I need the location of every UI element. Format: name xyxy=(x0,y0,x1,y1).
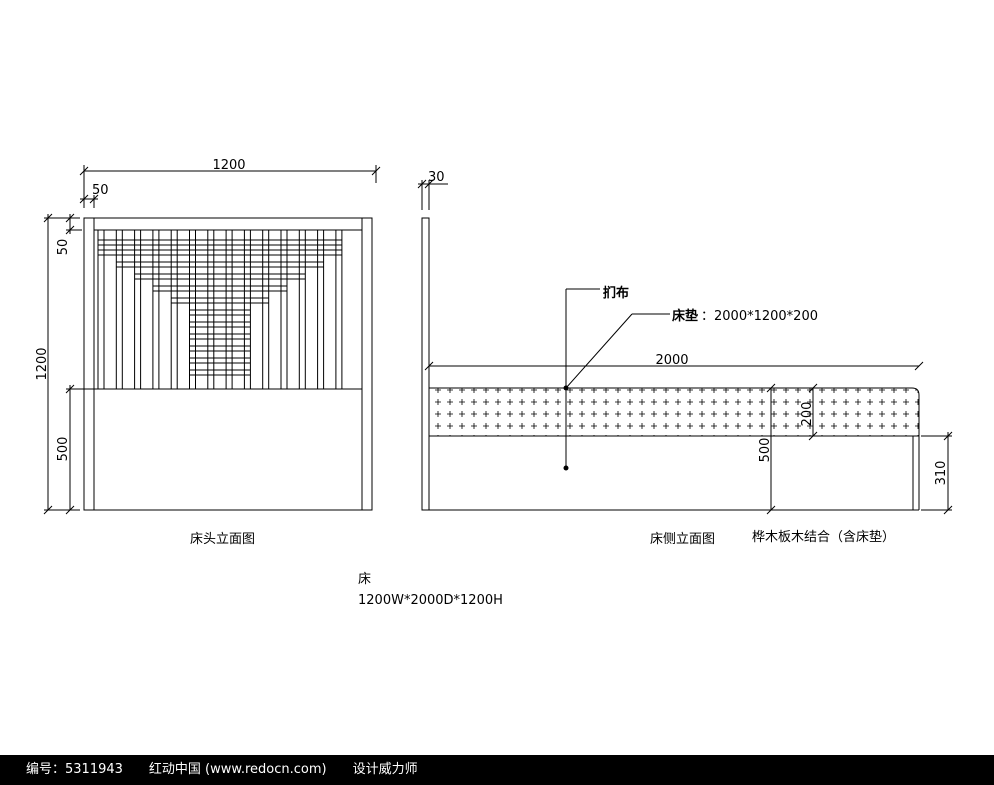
headboard-height-dim: 1200 xyxy=(35,347,50,380)
lattice-slat xyxy=(298,229,306,390)
lattice-slat xyxy=(152,229,160,390)
lattice-slat xyxy=(280,229,288,390)
headboard-title: 床头立面图 xyxy=(190,532,255,547)
mattress-height-dim: 200 xyxy=(800,402,815,427)
side-title: 床侧立面图 xyxy=(650,532,715,547)
fabric-label: 扪布 xyxy=(603,285,629,301)
footboard-height-dim: 310 xyxy=(934,461,949,486)
headboard-left-post xyxy=(83,217,95,511)
footer-author: 设计威力师 xyxy=(352,762,418,777)
headboard-top-dim: 50 xyxy=(56,239,71,256)
mattress-label: 床垫 xyxy=(672,308,698,324)
frame-height-dim: 500 xyxy=(758,438,773,463)
side-length-dim: 2000 xyxy=(655,353,688,368)
headboard-dimensions: 1200 50 1200 50 500 xyxy=(35,158,381,515)
side-headboard-post xyxy=(421,217,430,511)
side-dimensions: 30 2000 200 500 310 xyxy=(417,170,953,515)
headboard-right-post xyxy=(361,217,373,511)
product-name: 床 xyxy=(358,572,371,587)
lattice-slat xyxy=(97,229,105,390)
headboard-elevation xyxy=(83,217,373,511)
headboard-lower-dim: 500 xyxy=(56,437,71,462)
lattice-slat xyxy=(115,229,123,390)
mattress-size-label: ：2000*1200*200 xyxy=(701,309,818,324)
lattice-slat xyxy=(317,229,325,390)
footer-site: 红动中国 (www.redocn.com) xyxy=(148,762,327,777)
side-post-dim: 30 xyxy=(428,170,445,185)
watermark-footer: 编号：5311943 红动中国 (www.redocn.com) 设计威力师 xyxy=(0,755,994,785)
lattice-slat xyxy=(170,229,178,390)
bed-drawing: 1200 50 1200 50 500 床头立面图 xyxy=(35,158,953,608)
mattress xyxy=(428,387,920,437)
lattice-slat xyxy=(262,229,270,390)
headboard-width-dim: 1200 xyxy=(212,158,245,173)
lattice-slat xyxy=(335,229,343,390)
lattice-slat xyxy=(134,229,142,390)
material-note: 桦木板木结合（含床垫） xyxy=(752,529,895,545)
product-size: 1200W*2000D*1200H xyxy=(358,593,503,608)
headboard-post-dim: 50 xyxy=(92,183,109,198)
footer-id: 编号：5311943 xyxy=(26,762,123,777)
headboard-lattice xyxy=(97,229,343,390)
